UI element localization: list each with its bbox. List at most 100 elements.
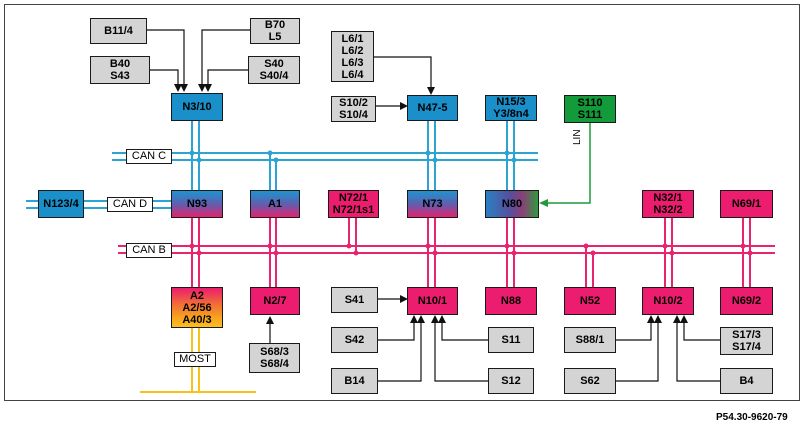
module-label-line: S41 [344, 294, 365, 306]
module-label-line: S40/4 [259, 70, 289, 82]
module-label-line: N10/2 [653, 295, 683, 307]
module-label-line: S10/2 [339, 97, 368, 109]
can-c-drops [191, 121, 515, 190]
module-label-line: A40/3 [182, 313, 212, 326]
module-label-line: S110 [577, 97, 603, 109]
module-label-line: A1 [267, 198, 283, 210]
module-s12[interactable]: S12 [488, 368, 534, 394]
module-label-line: N52 [579, 295, 601, 307]
module-n80[interactable]: N80 [485, 190, 539, 218]
module-label-line: S17/4 [732, 341, 761, 353]
lin-wire [547, 123, 591, 204]
module-label-line: S40 [264, 58, 284, 70]
can-c-bus [112, 152, 538, 161]
module-label-line: S11 [501, 334, 521, 346]
module-label-line: S68/4 [260, 358, 289, 370]
module-label-line: L5 [268, 31, 282, 43]
module-label-line: A2/56 [182, 301, 212, 314]
module-label-line: L6/1 [341, 32, 364, 45]
module-n73[interactable]: N73 [407, 190, 458, 218]
module-label-line: B40 [109, 58, 131, 70]
module-label-line: N69/2 [731, 295, 762, 307]
module-b14[interactable]: B14 [331, 368, 378, 394]
module-n10-1[interactable]: N10/1 [407, 287, 458, 315]
can-b-junctions [189, 243, 753, 256]
module-label-line: S43 [110, 70, 130, 82]
module-label-line: N32/1 [653, 192, 683, 204]
module-n2-7[interactable]: N2/7 [250, 287, 300, 315]
module-n47-5[interactable]: N47-5 [407, 95, 458, 121]
figure-reference: P54.30-9620-79 [716, 412, 788, 423]
module-s42[interactable]: S42 [331, 327, 378, 353]
module-a1[interactable]: A1 [250, 190, 300, 218]
module-label-line: N80 [501, 198, 523, 210]
module-label-line: L6/4 [341, 68, 364, 81]
module-label-line: S111 [577, 109, 603, 121]
module-label-line: N2/7 [263, 295, 287, 307]
module-label-line: B14 [344, 375, 365, 387]
module-label-line: S12 [501, 375, 521, 387]
module-label-line: N88 [500, 295, 522, 307]
module-label-line: B11/4 [104, 25, 133, 37]
module-label-line: S68/3 [260, 346, 289, 358]
module-label-line: N69/1 [731, 198, 762, 210]
module-b4[interactable]: B4 [720, 368, 773, 394]
module-label-line: N15/3 [496, 96, 526, 108]
can-b-drops [191, 218, 751, 287]
lin-label: LIN [572, 129, 583, 145]
module-label-line: S42 [344, 334, 365, 346]
module-label-line: N93 [186, 198, 208, 210]
can-c-label: CAN C [126, 149, 172, 164]
module-label-line: L6/2 [341, 44, 364, 57]
most-label: MOST [174, 352, 216, 367]
signal-wires [147, 29, 720, 382]
module-n52[interactable]: N52 [564, 287, 616, 315]
module-n69-1[interactable]: N69/1 [720, 190, 773, 218]
module-label-line: Y3/8n4 [493, 108, 529, 120]
module-n93[interactable]: N93 [171, 190, 223, 218]
module-s62[interactable]: S62 [564, 368, 616, 394]
can-d-label: CAN D [107, 197, 153, 212]
module-label-line: S88/1 [575, 334, 605, 346]
module-label-line: A2 [189, 289, 205, 302]
module-label-line: N72/1s1 [332, 204, 375, 216]
can-c-junctions [189, 150, 517, 163]
module-label-line: B70 [264, 19, 286, 31]
signal-arrowheads [174, 84, 688, 324]
module-label-line: N32/2 [653, 204, 683, 216]
module-s41[interactable]: S41 [331, 287, 378, 313]
module-label-line: L6/3 [341, 56, 364, 69]
module-label-line: B4 [739, 375, 754, 387]
module-b11-4[interactable]: B11/4 [90, 18, 147, 44]
diagram-frame [4, 4, 800, 401]
module-label-line: N10/1 [417, 295, 448, 307]
can-b-label: CAN B [126, 243, 172, 258]
module-label-line: N47-5 [417, 102, 448, 114]
module-s11[interactable]: S11 [488, 327, 534, 353]
module-label-line: N123/4 [43, 198, 79, 210]
module-n69-2[interactable]: N69/2 [720, 287, 773, 315]
can-b-bus [118, 245, 775, 254]
module-s88-1[interactable]: S88/1 [564, 327, 616, 353]
module-n88[interactable]: N88 [485, 287, 537, 315]
module-label-line: S17/3 [732, 329, 761, 341]
module-n123-4[interactable]: N123/4 [38, 190, 84, 218]
module-label-line: N3/10 [182, 101, 212, 113]
module-n3-10[interactable]: N3/10 [171, 93, 223, 121]
module-label-line: S10/4 [339, 109, 368, 121]
module-n10-2[interactable]: N10/2 [642, 287, 694, 315]
